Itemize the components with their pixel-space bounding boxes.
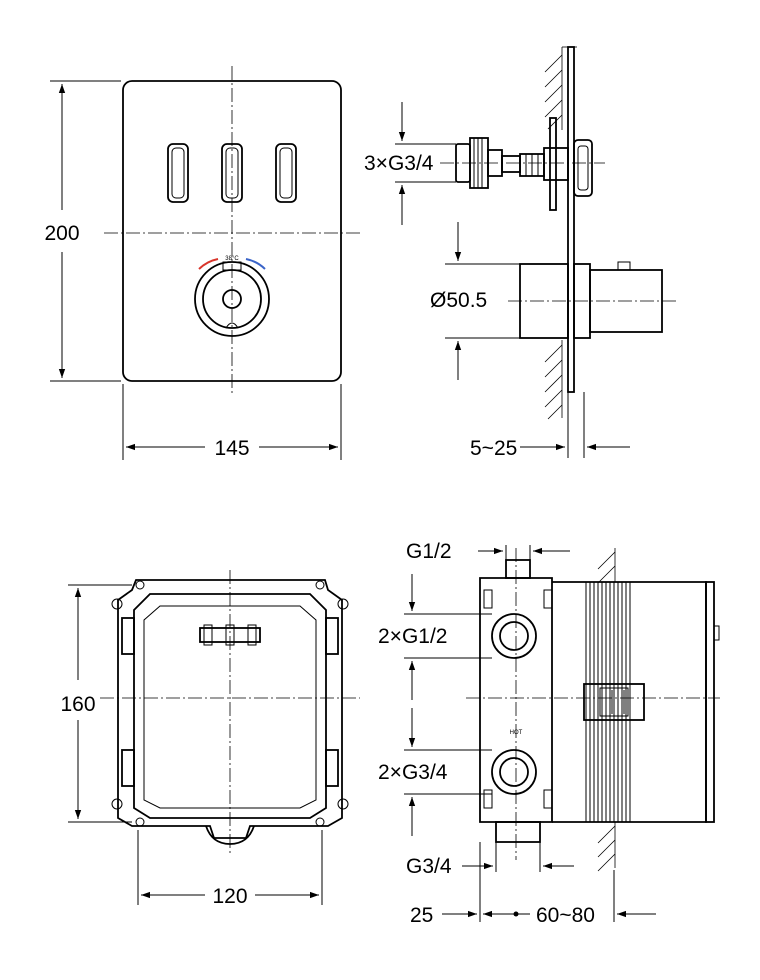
mount-lug-bl (111, 798, 123, 810)
cover-plate-side (567, 46, 575, 393)
dim-depth-range-label: 60~80 (536, 904, 595, 927)
mount-lug-top-left (135, 580, 145, 590)
cold-arc (245, 258, 266, 270)
box-top-port (505, 559, 531, 579)
centre-cartridge-box (583, 683, 645, 721)
box-side-tab-3 (483, 789, 493, 809)
box-inner-recess (143, 605, 317, 809)
dim-bottom-port-label: G3/4 (406, 855, 452, 878)
dim-upper-ports-label: 2×G1/2 (378, 625, 447, 648)
hot-arc (198, 258, 219, 270)
port-boss-left-upper (121, 617, 135, 655)
box-bottom-port (495, 821, 541, 843)
mount-lug-top-right (315, 580, 325, 590)
mount-lug-br (337, 798, 349, 810)
mount-lug-tr (337, 598, 349, 610)
dim-offset-label: 25 (410, 904, 433, 927)
lower-port-circle (491, 749, 537, 795)
upper-port-circle (491, 613, 537, 659)
dim-wall-range-label: 5~25 (470, 437, 517, 460)
dim-145-label: 145 (214, 437, 249, 460)
box-front-view: 160 120 (60, 570, 360, 908)
knob-body-side (519, 261, 663, 339)
flow-button-3 (275, 143, 297, 203)
wall-hatch-bottom (544, 340, 563, 420)
dim-160-label: 160 (60, 693, 95, 716)
box-side-tab-1 (483, 589, 493, 609)
ribbed-housing (552, 581, 720, 823)
dim-120-label: 120 (212, 885, 247, 908)
box-side-tab-2 (543, 589, 553, 609)
flow-button-2 (221, 143, 243, 203)
front-view: 38°C 200 145 (44, 66, 360, 460)
thermostat-knob: 38°C (194, 256, 270, 337)
box-wall-hatch-bottom (597, 822, 616, 872)
mount-lug-bottom-right (315, 817, 325, 827)
side-view: 3×G3/4 Ø50.5 5~25 (364, 46, 676, 460)
dim-200-label: 200 (44, 222, 79, 245)
dim-top-port-label: G1/2 (406, 540, 452, 563)
port-boss-right-upper (325, 617, 339, 655)
box-inner-outline (133, 593, 327, 819)
port-boss-left-lower (121, 749, 135, 787)
cartridge-assembly (455, 117, 593, 211)
box-wall-hatch-top (597, 548, 616, 584)
dim-inlet-label: 3×G3/4 (364, 152, 434, 175)
mount-lug-bottom-left (135, 817, 145, 827)
box-side-view: HOT (378, 540, 720, 927)
box-side-tab-4 (543, 789, 553, 809)
port-boss-right-lower (325, 749, 339, 787)
flow-button-1 (167, 143, 189, 203)
dim-lower-ports-label: 2×G3/4 (378, 761, 448, 784)
temp-mark: 38°C (225, 256, 239, 262)
mount-lug-tl (111, 598, 123, 610)
dim-diameter-label: Ø50.5 (430, 289, 487, 312)
